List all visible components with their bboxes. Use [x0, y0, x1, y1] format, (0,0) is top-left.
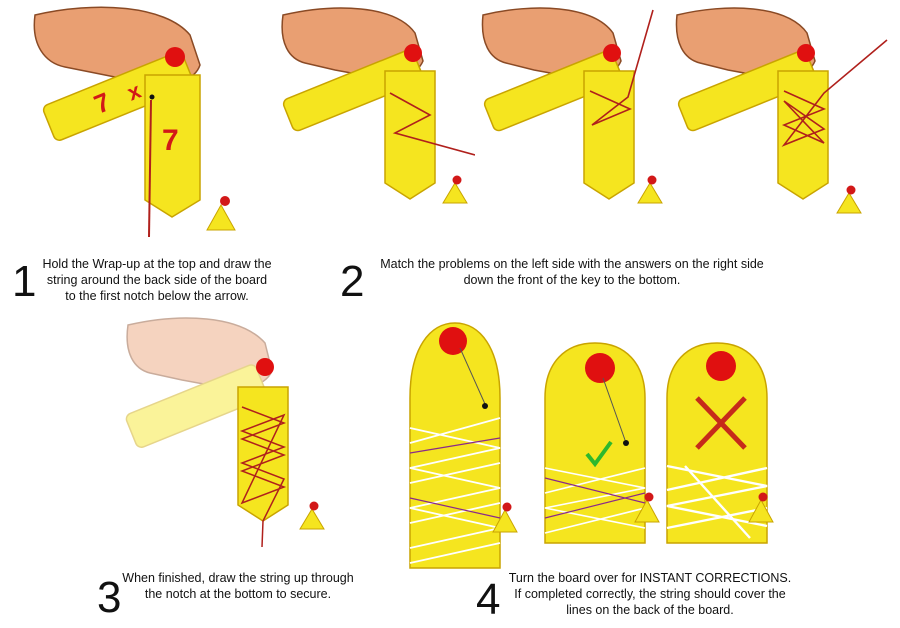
x-mark-icon	[695, 396, 747, 450]
step-3-caption: When finished, draw the string up throug…	[122, 571, 354, 601]
string-line	[148, 99, 152, 238]
step-3-number: 3	[97, 573, 122, 622]
step-4-caption: Turn the board over for INSTANT CORRECTI…	[508, 571, 792, 617]
step-2-illustration-c	[675, 7, 888, 214]
step-1-caption: Hold the Wrap-up at the top and draw the…	[42, 257, 272, 303]
step-2-number: 2	[340, 257, 365, 306]
step-3-illustration	[125, 317, 325, 548]
step-2-caption: Match the problems on the left side with…	[380, 257, 764, 287]
checkmark-icon	[585, 440, 613, 468]
key-factor-text: 7	[162, 124, 179, 157]
tassel-icon	[492, 502, 518, 533]
step-4-number: 4	[476, 575, 501, 624]
step-1-illustration: 7 x 7	[33, 6, 236, 238]
step-2-illustration-b	[481, 7, 663, 204]
key-board	[144, 74, 201, 218]
board-back-c	[666, 342, 768, 544]
step-4-illustration	[409, 322, 774, 569]
tassel-icon	[206, 196, 236, 231]
step-2-illustration-a	[281, 7, 475, 204]
peg-icon	[165, 47, 185, 67]
step-1-number: 1	[12, 257, 37, 306]
